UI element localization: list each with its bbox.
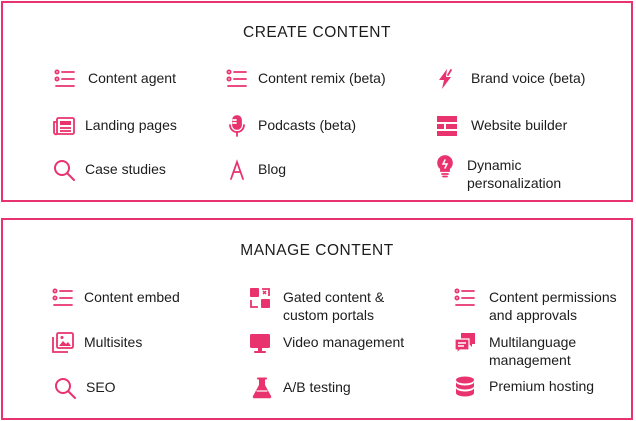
website-builder-link[interactable]: Website builder bbox=[435, 114, 630, 138]
list-icon bbox=[53, 67, 77, 91]
monitor-icon bbox=[248, 331, 272, 355]
content-agent-label: Content agent bbox=[88, 70, 176, 86]
letter-a-icon bbox=[225, 158, 249, 182]
content-remix-link[interactable]: Content remix (beta) bbox=[225, 67, 425, 91]
gated-content-link[interactable]: Gated content & custom portals bbox=[248, 286, 408, 324]
flask-icon bbox=[250, 376, 274, 400]
manage-content-panel: MANAGE CONTENT Content embed Gated conte… bbox=[1, 218, 633, 420]
newspaper-icon bbox=[52, 114, 76, 138]
multisites-label: Multisites bbox=[84, 334, 143, 350]
search-icon bbox=[53, 376, 77, 400]
dynamic-personalization-label: Dynamic personalization bbox=[467, 157, 562, 191]
multilanguage-management-link[interactable]: Multilanguage management bbox=[453, 331, 623, 369]
video-management-label: Video management bbox=[283, 334, 405, 350]
content-agent-link[interactable]: Content agent bbox=[53, 67, 223, 91]
landing-pages-link[interactable]: Landing pages bbox=[52, 114, 222, 138]
list-icon bbox=[51, 286, 75, 310]
database-icon bbox=[453, 375, 477, 399]
search-icon bbox=[52, 158, 76, 182]
brand-voice-label: Brand voice (beta) bbox=[471, 70, 586, 86]
case-studies-label: Case studies bbox=[85, 161, 166, 177]
content-embed-label: Content embed bbox=[84, 289, 180, 305]
content-remix-label: Content remix (beta) bbox=[258, 70, 386, 86]
blog-label: Blog bbox=[258, 161, 287, 177]
video-management-link[interactable]: Video management bbox=[248, 331, 428, 355]
content-permissions-link[interactable]: Content permissions and approvals bbox=[453, 286, 633, 324]
gated-icon bbox=[248, 286, 272, 310]
lightbulb-icon bbox=[433, 154, 457, 178]
premium-hosting-link[interactable]: Premium hosting bbox=[453, 375, 623, 399]
images-icon bbox=[51, 331, 75, 355]
manage-content-title: MANAGE CONTENT bbox=[240, 242, 394, 259]
lightning-icon bbox=[433, 67, 457, 91]
website-builder-label: Website builder bbox=[471, 117, 568, 133]
gated-content-label: Gated content & custom portals bbox=[283, 289, 385, 323]
create-content-title: CREATE CONTENT bbox=[243, 24, 391, 41]
multilanguage-management-label: Multilanguage management bbox=[489, 334, 577, 368]
layout-icon bbox=[435, 114, 459, 138]
create-content-panel: CREATE CONTENT Content agent Content rem… bbox=[1, 1, 633, 202]
dynamic-personalization-link[interactable]: Dynamic personalization bbox=[433, 154, 593, 192]
podcasts-link[interactable]: Podcasts (beta) bbox=[225, 114, 425, 138]
ab-testing-label: A/B testing bbox=[283, 379, 351, 395]
microphone-icon bbox=[225, 114, 249, 138]
content-embed-link[interactable]: Content embed bbox=[51, 286, 221, 310]
brand-voice-link[interactable]: Brand voice (beta) bbox=[433, 67, 628, 91]
list-icon bbox=[453, 286, 477, 310]
list-icon bbox=[225, 67, 249, 91]
blog-link[interactable]: Blog bbox=[225, 158, 425, 182]
podcasts-label: Podcasts (beta) bbox=[258, 117, 357, 133]
seo-label: SEO bbox=[86, 379, 116, 395]
multisites-link[interactable]: Multisites bbox=[51, 331, 221, 355]
premium-hosting-label: Premium hosting bbox=[489, 378, 595, 394]
chat-icon bbox=[453, 331, 477, 355]
landing-pages-label: Landing pages bbox=[85, 117, 177, 133]
ab-testing-link[interactable]: A/B testing bbox=[250, 376, 420, 400]
seo-link[interactable]: SEO bbox=[53, 376, 223, 400]
content-permissions-label: Content permissions and approvals bbox=[489, 289, 617, 323]
case-studies-link[interactable]: Case studies bbox=[52, 158, 222, 182]
